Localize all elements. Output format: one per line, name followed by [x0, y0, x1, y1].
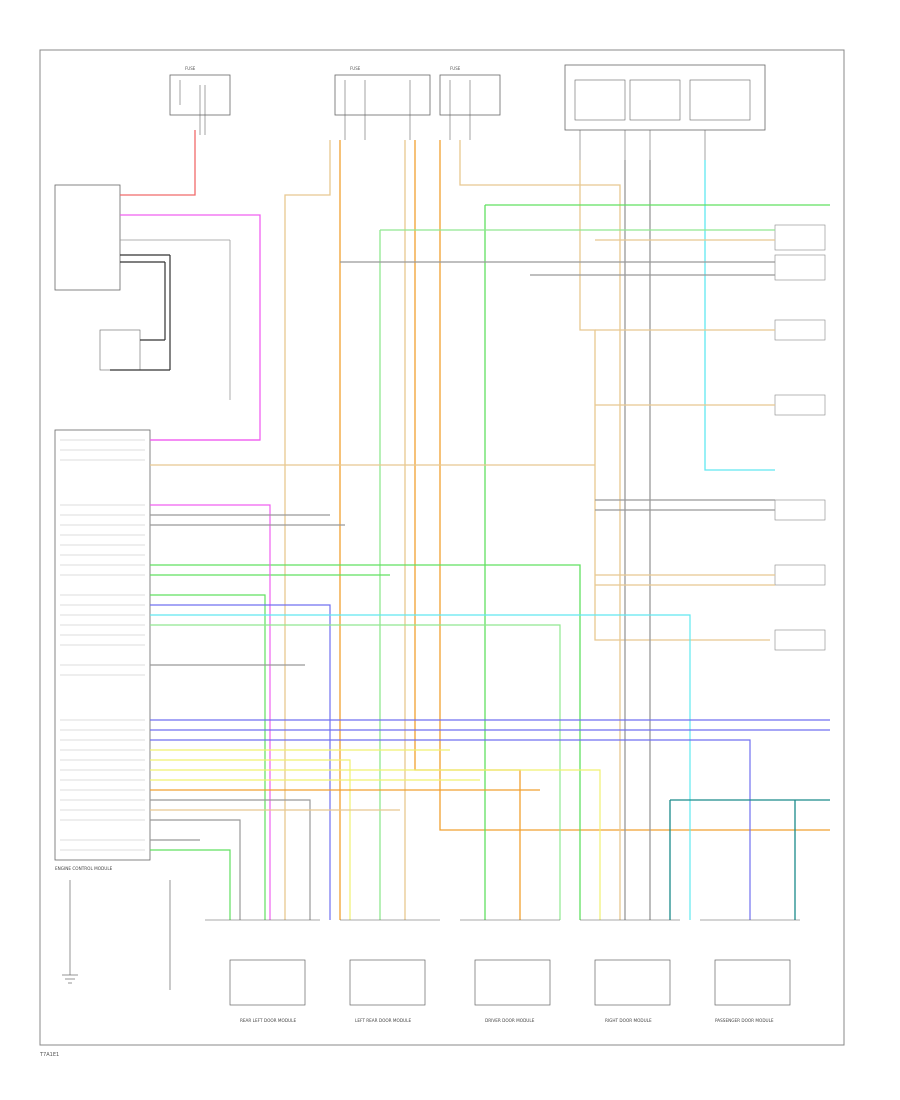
- wire-red: [120, 130, 196, 196]
- wire-pink: [120, 214, 261, 441]
- door-module-label: REAR LEFT DOOR MODULE: [240, 1018, 296, 1023]
- ground-symbol: [62, 880, 171, 990]
- ecm-wires: [150, 439, 830, 920]
- blower-control-module: [54, 184, 231, 400]
- bottom-modules: [229, 959, 791, 1006]
- horizontal-wires: [150, 204, 830, 920]
- fuse-box-right: FUSE: [439, 66, 501, 140]
- right-connectors: [774, 224, 826, 651]
- door-module-label: RIGHT DOOR MODULE: [605, 1018, 652, 1023]
- door-module-label: PASSENGER DOOR MODULE: [715, 1018, 774, 1023]
- fuse-label: FUSE: [450, 66, 461, 71]
- relay-module-top-right: [564, 64, 766, 160]
- fuse-box-middle: FUSE: [334, 66, 431, 140]
- vertical-wires: [284, 140, 830, 920]
- fuse-label: FUSE: [350, 66, 361, 71]
- ecm-label: ENGINE CONTROL MODULE: [55, 866, 113, 871]
- fuse-box-left: FUSE: [169, 66, 231, 135]
- door-module-label: LEFT REAR DOOR MODULE: [355, 1018, 411, 1023]
- door-module-label: DRIVER DOOR MODULE: [485, 1018, 535, 1023]
- diagram-border: [39, 49, 845, 1046]
- ecm-block: ENGINE CONTROL MODULE: [54, 429, 151, 871]
- ecm-pins: [60, 439, 145, 851]
- footer-code: T7A1E1: [40, 1052, 60, 1058]
- fuse-label: FUSE: [185, 66, 196, 71]
